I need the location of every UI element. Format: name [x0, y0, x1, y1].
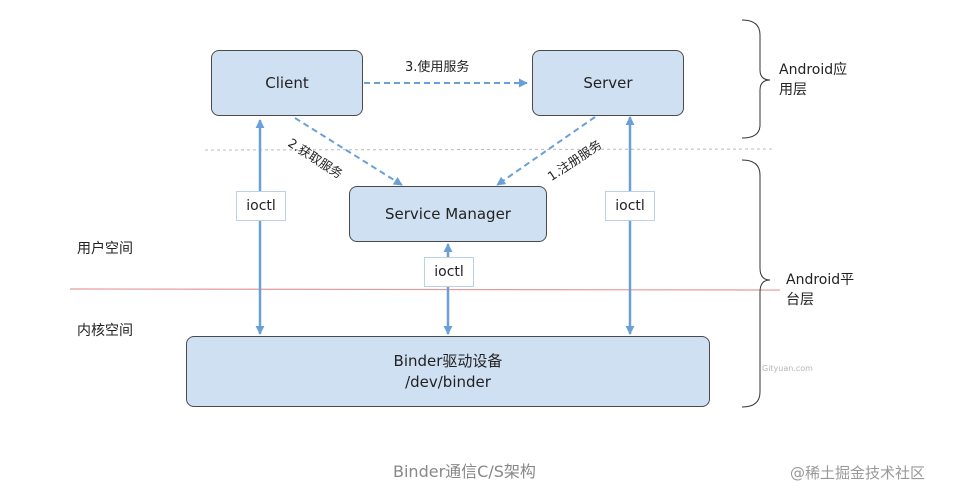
ioctl-left-text: ioctl	[246, 198, 276, 214]
platform-layer-label: Android平 台层	[786, 270, 854, 310]
app-layer-label-line2: 用层	[779, 82, 807, 98]
user-space-label: 用户空间	[77, 241, 133, 257]
ioctl-left-label: ioctl	[236, 191, 286, 221]
binder-driver-box: Binder驱动设备 /dev/binder	[186, 336, 710, 407]
juejin-watermark: @稀土掘金技术社区	[790, 464, 926, 482]
ioctl-middle-label: ioctl	[424, 257, 474, 287]
kernel-space-label: 内核空间	[77, 323, 133, 339]
site-mark: Gityuan.com	[762, 364, 813, 373]
app-layer-divider	[204, 148, 776, 151]
platform-layer-label-line1: Android平	[786, 272, 855, 288]
app-layer-brace	[741, 19, 771, 139]
user-kernel-boundary-line	[69, 288, 781, 291]
ioctl-right-text: ioctl	[615, 198, 645, 214]
platform-layer-brace	[741, 159, 771, 408]
client-label: Client	[265, 74, 309, 92]
app-layer-label-line1: Android应	[779, 62, 848, 78]
ioctl-middle-text: ioctl	[434, 264, 464, 280]
get-service-arrow	[294, 117, 403, 186]
service-manager-box: Service Manager	[349, 186, 547, 242]
server-label: Server	[583, 74, 633, 92]
binder-device-path: /dev/binder	[405, 372, 491, 391]
ioctl-right-label: ioctl	[605, 191, 655, 221]
service-manager-label: Service Manager	[385, 205, 511, 223]
diagram-caption: Binder通信C/S架构	[393, 462, 536, 481]
use-service-label: 3.使用服务	[405, 60, 470, 75]
server-box: Server	[532, 50, 684, 116]
app-layer-label: Android应 用层	[779, 60, 847, 100]
client-box: Client	[211, 50, 363, 116]
binder-driver-label: Binder驱动设备	[393, 351, 503, 370]
platform-layer-label-line2: 台层	[786, 292, 814, 308]
